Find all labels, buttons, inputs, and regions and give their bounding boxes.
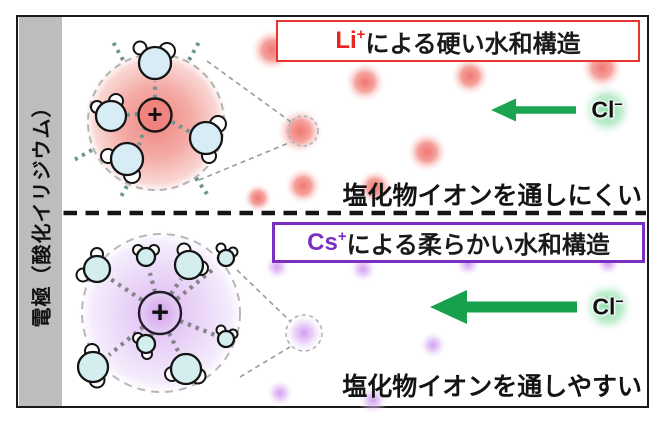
magnifier-cone bbox=[198, 60, 292, 181]
oxygen-atom bbox=[137, 45, 173, 81]
chloride-ion-blob bbox=[581, 280, 635, 334]
water-molecule bbox=[164, 352, 207, 386]
red-ion-blob bbox=[357, 169, 393, 205]
water-molecule bbox=[75, 247, 112, 284]
plus-sign-bottom: + bbox=[150, 294, 170, 330]
oxygen-atom bbox=[82, 254, 112, 284]
water-molecules bbox=[75, 242, 239, 389]
cs-title-text: による柔らかい水和構造 bbox=[346, 232, 610, 259]
electrode-bar bbox=[19, 17, 62, 406]
oxygen-atom bbox=[135, 246, 157, 268]
oxygen-atom bbox=[135, 333, 157, 355]
magnifier-cone bbox=[236, 269, 291, 378]
red-ion-blob bbox=[243, 183, 273, 213]
purple-ion-blob bbox=[266, 379, 294, 407]
water-molecule bbox=[132, 332, 157, 360]
li-ion-core bbox=[137, 97, 173, 133]
red-ion-blob bbox=[450, 56, 490, 96]
li-title-box: Li+による硬い水和構造 bbox=[276, 20, 640, 62]
cl-label-bottom: Cl− bbox=[592, 293, 624, 320]
cs-ion-label: Cs+ bbox=[307, 228, 347, 256]
li-panel-graphics bbox=[73, 28, 634, 213]
water-molecule bbox=[132, 244, 160, 268]
red-ion-blob bbox=[284, 167, 322, 205]
red-ion-blob bbox=[344, 61, 386, 103]
chloride-ion-blob bbox=[580, 83, 634, 137]
water-molecule bbox=[100, 141, 145, 184]
bottom-caption: 塩化物イオンを通しやすい bbox=[342, 373, 642, 401]
magnified-ion-ring bbox=[287, 115, 319, 147]
water-molecule bbox=[215, 324, 239, 349]
purple-ion-blob-magnified bbox=[284, 313, 324, 353]
purple-ion-blob bbox=[358, 385, 388, 415]
oxygen-atom bbox=[76, 350, 110, 384]
cs-title-box: Cs+による柔らかい水和構造 bbox=[272, 222, 645, 263]
oxygen-atom bbox=[169, 352, 203, 386]
coordination-bonds bbox=[73, 41, 209, 201]
li-hydration-cluster bbox=[73, 40, 228, 201]
chloride-flow-arrow-bottom bbox=[430, 290, 577, 324]
oxygen-atom bbox=[188, 120, 224, 156]
water-molecule bbox=[188, 115, 227, 164]
cs-hydration-cluster bbox=[75, 231, 243, 395]
oxygen-atom bbox=[94, 99, 128, 133]
plus-sign-top: + bbox=[147, 98, 163, 129]
red-ion-blob bbox=[406, 131, 448, 173]
top-caption: 塩化物イオンを通しにくい bbox=[342, 182, 642, 210]
li-ion-label: Li+ bbox=[335, 27, 366, 54]
chloride-flow-arrow-top bbox=[491, 98, 576, 122]
red-ion-blob-magnified bbox=[276, 107, 324, 155]
purple-ion-blob bbox=[419, 331, 447, 359]
water-molecule bbox=[76, 343, 110, 389]
oxygen-atom bbox=[216, 329, 236, 349]
oxygen-atom bbox=[109, 141, 145, 177]
water-molecule bbox=[215, 242, 239, 268]
cl-label-top: Cl− bbox=[591, 96, 623, 123]
water-molecules bbox=[90, 40, 227, 184]
water-molecule bbox=[90, 93, 128, 133]
coordination-bonds bbox=[107, 265, 218, 357]
water-molecule bbox=[132, 40, 176, 81]
cs-ion-core bbox=[137, 290, 183, 336]
li-title-text: による硬い水和構造 bbox=[365, 30, 581, 58]
oxygen-atom bbox=[216, 248, 236, 268]
hydration-shell-outline bbox=[81, 233, 241, 393]
magnified-ion-ring bbox=[285, 314, 323, 352]
electrode-label: 電極（酸化イリジウム） bbox=[31, 96, 54, 328]
oxygen-atom bbox=[173, 249, 205, 281]
water-molecule bbox=[173, 242, 209, 281]
